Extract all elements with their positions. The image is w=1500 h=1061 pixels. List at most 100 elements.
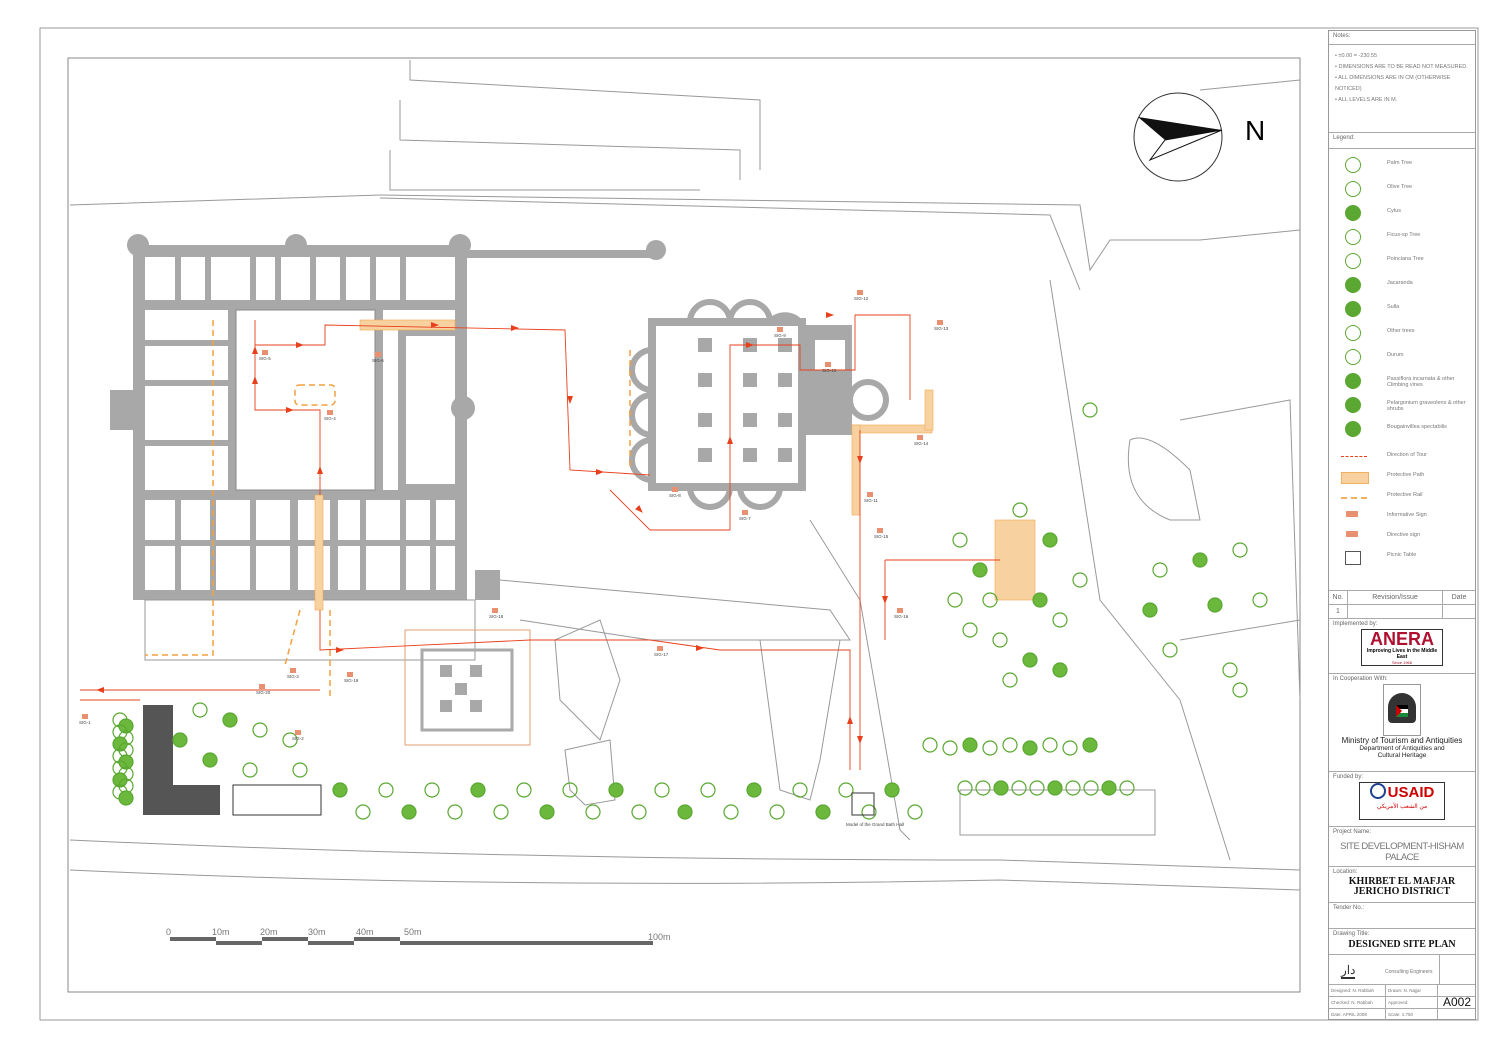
- sign-marker-icon: [937, 320, 943, 325]
- revision-col-no: No.: [1329, 591, 1348, 604]
- sign-marker-icon: [777, 327, 783, 332]
- cytus-icon: [1345, 205, 1361, 221]
- usaid-name: USAID: [1387, 784, 1435, 801]
- tour-arrow-icon: [596, 469, 604, 475]
- tree-icon: [861, 804, 877, 820]
- north-label: N: [1245, 115, 1265, 146]
- tree-icon: [118, 718, 134, 734]
- ministry-name: Ministry of Tourism and Antiquities: [1341, 736, 1463, 745]
- anera-tagline: Improving Lives in the Middle East: [1366, 648, 1438, 660]
- tree-icon: [1152, 562, 1168, 578]
- legend-item-informative-sign: Informative Sign: [1329, 509, 1475, 527]
- sulla-icon: [1345, 301, 1361, 317]
- tour-arrow-icon: [431, 322, 439, 328]
- tour-arrow-icon: [511, 325, 519, 331]
- usaid-seal-icon: [1369, 783, 1386, 799]
- tree-icon: [631, 804, 647, 820]
- tree-icon: [700, 782, 716, 798]
- tree-icon: [952, 532, 968, 548]
- tree-icon: [192, 702, 208, 718]
- tree-icon: [562, 782, 578, 798]
- olive-tree-icon: [1345, 181, 1361, 197]
- pier: [698, 338, 712, 352]
- consultant-label: Consulting Engineers: [1385, 969, 1433, 975]
- tour-arrow-icon: [286, 407, 294, 413]
- tree-icon: [1207, 597, 1223, 613]
- other-trees-icon: [1345, 325, 1361, 341]
- tree-icon: [1083, 780, 1099, 796]
- tree-icon: [118, 754, 134, 770]
- usaid-arabic: من الشعب الأمريكي: [1376, 804, 1428, 810]
- sheet-border: [39, 27, 1479, 1021]
- sign-marker-icon: [262, 350, 268, 355]
- tree-icon: [1232, 682, 1248, 698]
- tree-icon: [1119, 780, 1135, 796]
- tree-icon: [677, 804, 693, 820]
- durum-icon: [1345, 349, 1361, 365]
- protective-rail-icon: [1341, 497, 1367, 499]
- tree-icon: [252, 722, 268, 738]
- legend-label: Jacaranda: [1387, 280, 1413, 286]
- scale-bar: [170, 937, 653, 945]
- tree-icon: [1032, 592, 1048, 608]
- funded-by: Funded by: USAID من الشعب الأمريكي: [1329, 772, 1475, 827]
- sign-label: SIG-6: [372, 358, 384, 363]
- pier: [698, 448, 712, 462]
- implemented-by: Implemented by: ANERA Improving Lives in…: [1329, 619, 1475, 674]
- notes: • ±0.00 = -230.55 • DIMENSIONS ARE TO BE…: [1329, 45, 1475, 133]
- consultant: ﺩﺍﺭ Consulting Engineers: [1329, 955, 1475, 985]
- tree-icon: [982, 592, 998, 608]
- sign-label: SIG-7: [739, 516, 751, 521]
- tree-icon: [957, 780, 973, 796]
- tree-icon: [1072, 572, 1088, 588]
- sign-marker-icon: [492, 608, 498, 613]
- pier: [743, 413, 757, 427]
- tree-icon: [922, 737, 938, 753]
- tour-arrow-icon: [567, 396, 573, 404]
- tree-icon: [982, 740, 998, 756]
- north-arrow-icon: [1133, 92, 1223, 182]
- tree-icon: [1232, 542, 1248, 558]
- checked-by: Checked: N. Rabbah: [1329, 997, 1386, 1008]
- protective-path: [314, 319, 1036, 611]
- sign-marker-icon: [290, 668, 296, 673]
- palestine-emblem-icon: [1383, 684, 1421, 736]
- tree-icon: [746, 782, 762, 798]
- legend-label: Bougainvillea spectabilis: [1387, 424, 1447, 430]
- cooperation: In Cooperation With: Ministry of Tourism…: [1329, 674, 1475, 772]
- legend-label: Protective Path: [1387, 472, 1425, 478]
- tree-icon: [992, 632, 1008, 648]
- sign-marker-icon: [742, 510, 748, 515]
- legend-label: Palm Tree: [1387, 160, 1413, 166]
- tree-icon: [1082, 402, 1098, 418]
- tour-arrow-icon: [635, 505, 643, 513]
- legend-item-picnic-table: Picnic Table: [1329, 549, 1475, 567]
- notes-header: Notes:: [1329, 31, 1475, 45]
- tour-arrow-icon: [1341, 456, 1367, 457]
- legend-label: Cytus: [1387, 208, 1402, 214]
- legend-item-bougainvillea: Bougainvillea spectabilis: [1329, 421, 1475, 439]
- tour-arrow-icon: [696, 645, 704, 651]
- tour-arrow-icon: [252, 376, 258, 384]
- project-name-label: Project Name:: [1333, 829, 1372, 835]
- tour-arrow-icon: [826, 312, 834, 318]
- tree-icon: [1062, 740, 1078, 756]
- tree-icon: [1002, 672, 1018, 688]
- tour-arrow-icon: [882, 596, 888, 604]
- tree-icon: [1042, 532, 1058, 548]
- scale-tick: 50m: [404, 927, 422, 937]
- legend-label: Passiflora incarnata & other Climbing vi…: [1387, 376, 1455, 388]
- revision-no: 1: [1329, 605, 1348, 619]
- tree-icon: [539, 804, 555, 820]
- tender-no: Tender No.:: [1329, 903, 1475, 929]
- pier: [743, 373, 757, 387]
- tree-icon: [815, 804, 831, 820]
- sign-label: SIG-10: [822, 368, 837, 373]
- designed-by: Designed: N. Rabbah: [1329, 985, 1386, 996]
- square-enclosure: [404, 629, 531, 746]
- ministry-dept: Department of Antiquities and: [1359, 745, 1445, 752]
- tour-route: [80, 314, 1000, 770]
